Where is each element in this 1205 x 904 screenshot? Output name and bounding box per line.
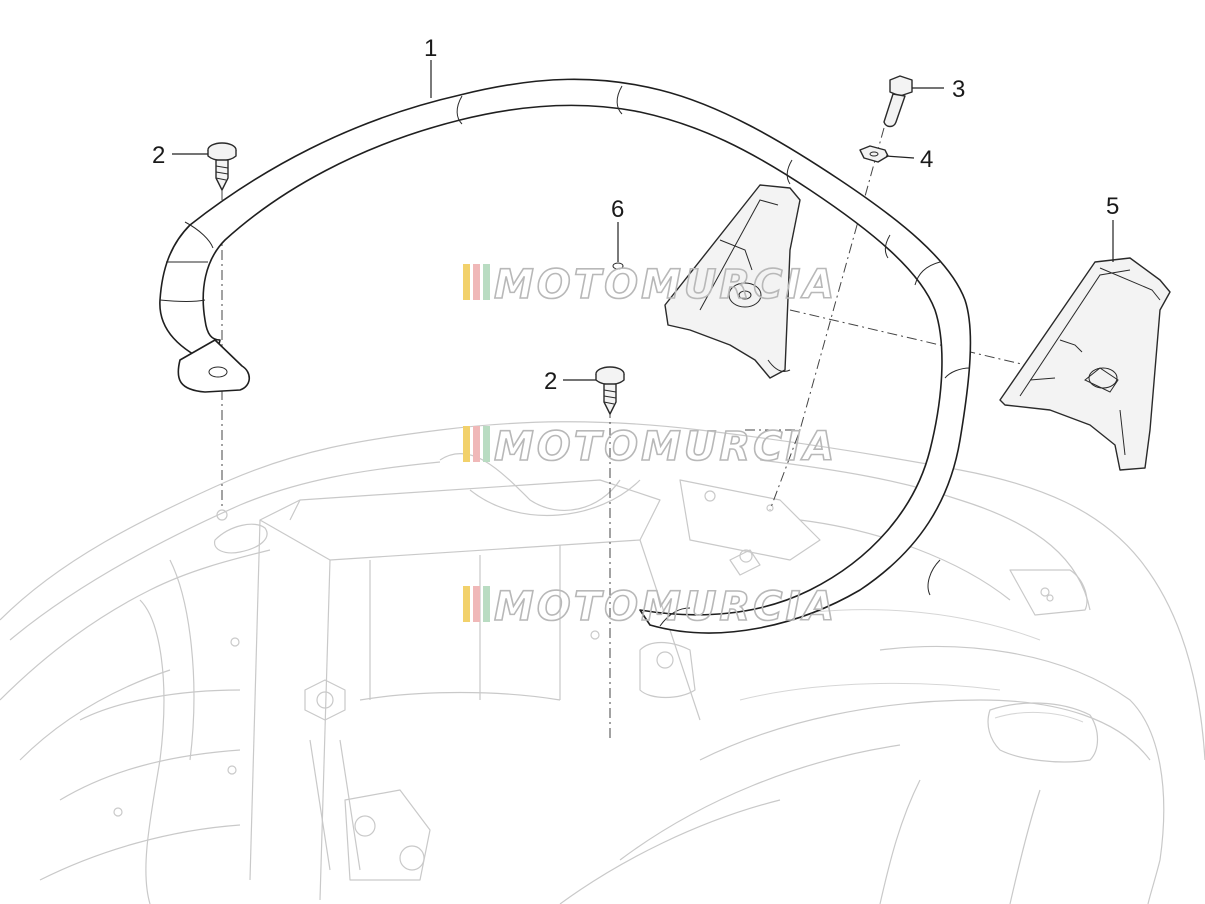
bracket-cover-left (664, 184, 801, 379)
screw-center (595, 366, 625, 415)
watermark-stripe (483, 264, 490, 300)
bolt (883, 75, 913, 128)
callout-3: 3 (952, 76, 965, 103)
rear-grab-handle (159, 78, 972, 634)
watermark-stripe (463, 586, 470, 622)
callout-6: 6 (611, 196, 624, 223)
callout-1: 1 (424, 35, 437, 62)
watermark-text: MOTOMURCIA (494, 262, 837, 308)
bracket-cover-right (999, 257, 1171, 471)
watermark-2: MOTOMURCIA (463, 423, 837, 471)
washer (859, 145, 889, 163)
watermark-stripe (473, 586, 480, 622)
watermark-stripe (473, 264, 480, 300)
watermark-3: MOTOMURCIA (463, 583, 837, 631)
callout-5: 5 (1106, 193, 1119, 220)
watermark-stripe (483, 426, 490, 462)
watermark-stripe (473, 426, 480, 462)
watermark-stripe (463, 264, 470, 300)
callout-2-left: 2 (152, 142, 165, 169)
screw-left (207, 142, 237, 191)
watermark-text: MOTOMURCIA (494, 584, 837, 630)
callout-2-center: 2 (544, 368, 557, 395)
callout-4: 4 (920, 146, 933, 173)
scooter-body-ghost (0, 421, 1205, 904)
watermark-text: MOTOMURCIA (494, 424, 837, 470)
leader-lines (172, 60, 1114, 381)
watermark-stripe (483, 586, 490, 622)
watermark-1: MOTOMURCIA (463, 261, 837, 309)
watermark-stripe (463, 426, 470, 462)
